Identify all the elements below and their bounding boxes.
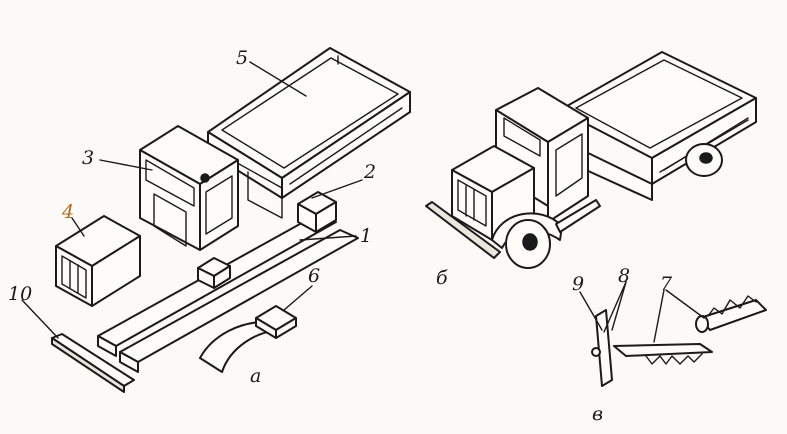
engine-block	[55, 215, 141, 307]
rear-mount	[297, 191, 337, 233]
leader-lines-a	[21, 61, 363, 339]
label-8: 8	[618, 265, 630, 287]
cargo-body	[207, 47, 411, 219]
sublabel-a: а	[250, 365, 261, 387]
label-2: 2	[363, 161, 376, 183]
label-9: 9	[572, 273, 584, 295]
bumper	[51, 333, 135, 393]
detail-v	[579, 281, 767, 387]
cab	[139, 125, 239, 251]
label-3: 3	[82, 147, 94, 169]
label-10: 10	[8, 283, 32, 305]
fender	[199, 305, 297, 373]
label-4: 4	[61, 201, 74, 223]
label-1: 1	[360, 225, 372, 247]
label-6: 6	[308, 265, 320, 287]
label-5: 5	[236, 47, 248, 69]
sublabel-v: в	[592, 403, 603, 425]
sublabel-b: б	[436, 267, 448, 289]
frame-rails	[97, 213, 359, 373]
label-7: 7	[660, 273, 673, 295]
assembled-truck	[425, 51, 757, 269]
